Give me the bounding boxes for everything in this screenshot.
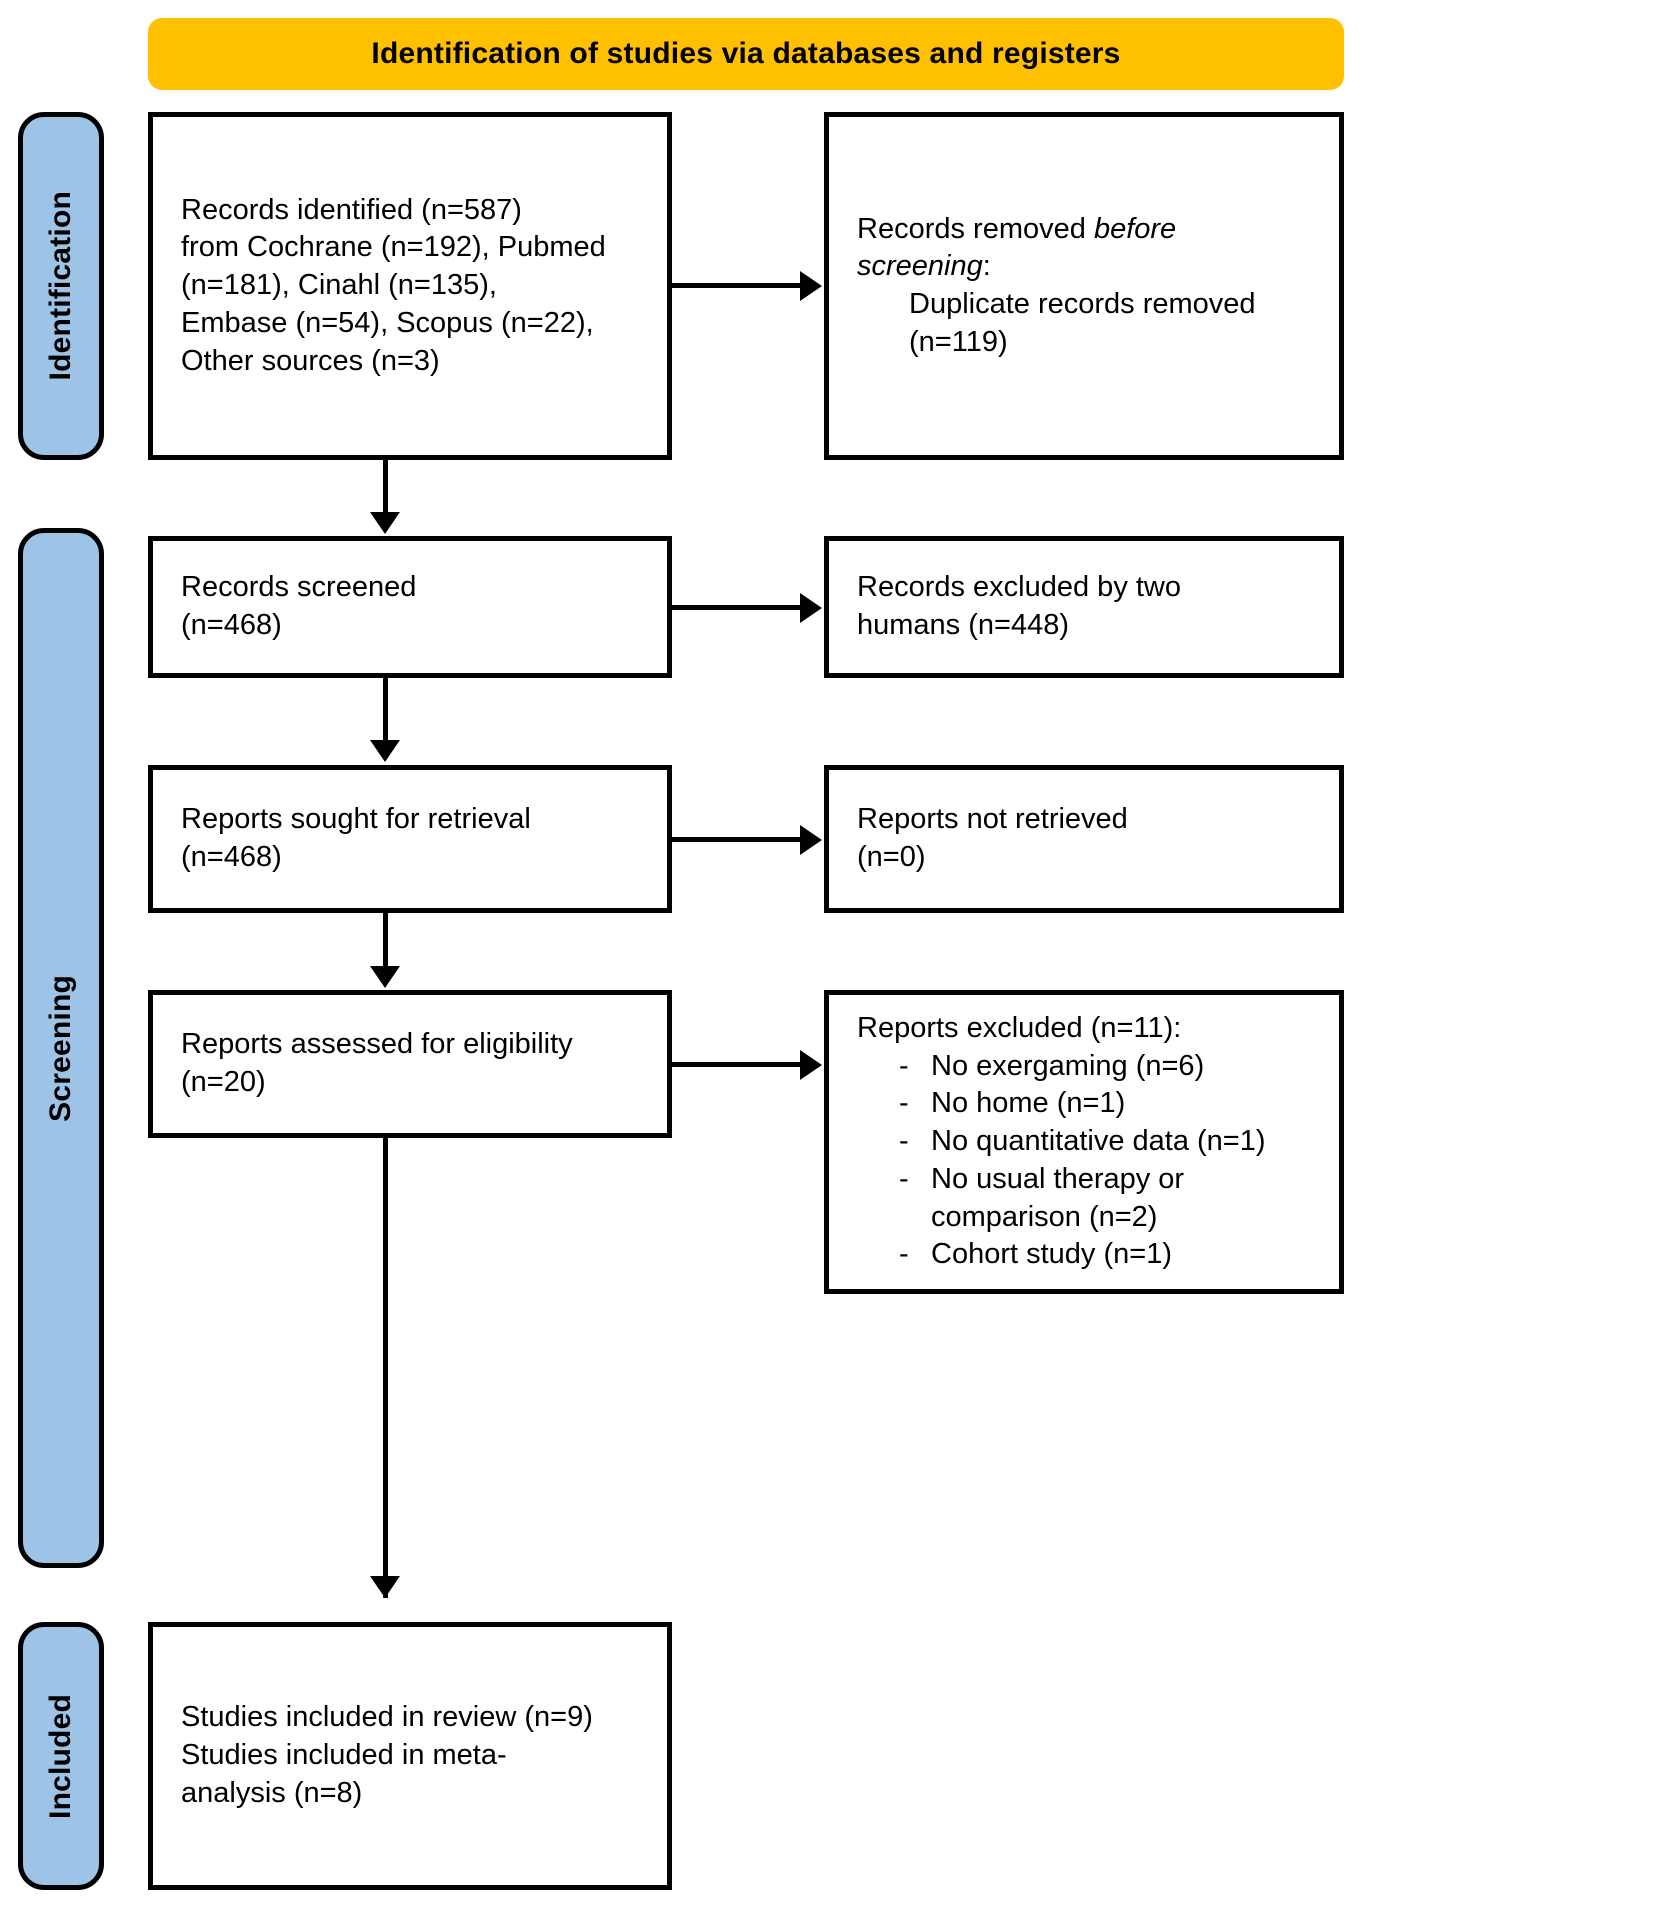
box-reports-sought-text: Reports sought for retrieval (n=468) bbox=[153, 801, 667, 876]
bullet-dash-icon: - bbox=[899, 1238, 909, 1271]
records-removed-prefix: Records removed bbox=[857, 212, 1094, 245]
reports-excluded-item-0: No exergaming (n=6) bbox=[931, 1049, 1205, 1082]
phase-label-identification: Identification bbox=[44, 191, 77, 381]
phase-label-screening: Screening bbox=[44, 974, 77, 1122]
reports-assessed-line-1: Reports assessed for eligibility bbox=[181, 1028, 573, 1061]
box-reports-assessed-text: Reports assessed for eligibility (n=20) bbox=[153, 1026, 667, 1101]
reports-not-retrieved-line-1: Reports not retrieved bbox=[857, 803, 1128, 836]
header-banner: Identification of studies via databases … bbox=[148, 18, 1344, 90]
records-identified-line-1: Records identified (n=587) bbox=[181, 193, 522, 226]
records-removed-line-4: (n=119) bbox=[909, 325, 1008, 358]
box-reports-assessed: Reports assessed for eligibility (n=20) bbox=[148, 990, 672, 1138]
box-records-identified-text: Records identified (n=587) from Cochrane… bbox=[153, 192, 667, 380]
arrow-down-icon bbox=[370, 966, 400, 988]
reports-sought-line-2: (n=468) bbox=[181, 841, 282, 873]
bullet-dash-icon: - bbox=[899, 1087, 909, 1120]
arrow-right-icon bbox=[800, 593, 822, 623]
phase-bar-screening: Screening bbox=[18, 528, 104, 1568]
box-reports-excluded: Reports excluded (n=11): - No exergaming… bbox=[824, 990, 1344, 1294]
box-records-identified: Records identified (n=587) from Cochrane… bbox=[148, 112, 672, 460]
records-removed-line-1: Records removed before bbox=[857, 211, 1321, 249]
reports-excluded-heading: Reports excluded (n=11): bbox=[857, 1012, 1182, 1045]
studies-included-line-3: analysis (n=8) bbox=[181, 1776, 363, 1809]
reports-excluded-item-4: Cohort study (n=1) bbox=[931, 1238, 1172, 1271]
box-reports-not-retrieved-text: Reports not retrieved (n=0) bbox=[829, 801, 1339, 876]
bullet-dash-icon: - bbox=[899, 1125, 909, 1158]
records-removed-line-3: Duplicate records removed bbox=[909, 288, 1256, 320]
records-identified-line-2: from Cochrane (n=192), Pubmed bbox=[181, 231, 606, 264]
list-item: - No quantitative data (n=1) bbox=[857, 1123, 1321, 1161]
connector-screened-to-excluded bbox=[672, 605, 804, 610]
records-removed-line-2: screening: bbox=[857, 248, 1321, 286]
box-records-removed: Records removed before screening: Duplic… bbox=[824, 112, 1344, 460]
records-excluded-line-1: Records excluded by two bbox=[857, 571, 1181, 604]
box-records-screened-text: Records screened (n=468) bbox=[153, 569, 667, 644]
box-reports-excluded-text: Reports excluded (n=11): - No exergaming… bbox=[829, 1010, 1339, 1274]
arrow-right-icon bbox=[800, 271, 822, 301]
box-reports-not-retrieved: Reports not retrieved (n=0) bbox=[824, 765, 1344, 913]
list-item: - No home (n=1) bbox=[857, 1085, 1321, 1123]
connector-identified-to-removed bbox=[672, 283, 804, 288]
records-screened-line-1: Records screened bbox=[181, 571, 417, 604]
reports-excluded-item-2: No quantitative data (n=1) bbox=[931, 1125, 1266, 1158]
box-studies-included: Studies included in review (n=9) Studies… bbox=[148, 1622, 672, 1890]
list-item: - No exergaming (n=6) bbox=[857, 1048, 1321, 1086]
reports-excluded-list: - No exergaming (n=6) - No home (n=1) - … bbox=[857, 1048, 1321, 1274]
connector-sought-to-not-retrieved bbox=[672, 837, 804, 842]
list-item: - No usual therapy or comparison (n=2) bbox=[857, 1161, 1321, 1236]
studies-included-line-2: Studies included in meta- bbox=[181, 1739, 507, 1772]
connector-identified-to-screened bbox=[383, 460, 388, 514]
records-screened-line-2: (n=468) bbox=[181, 609, 282, 641]
reports-assessed-line-2: (n=20) bbox=[181, 1066, 266, 1098]
arrow-down-icon bbox=[370, 1576, 400, 1598]
connector-screened-to-sought bbox=[383, 678, 388, 740]
phase-bar-included: Included bbox=[18, 1622, 104, 1890]
records-removed-em-before: before bbox=[1093, 212, 1177, 245]
connector-assessed-to-included bbox=[383, 1138, 388, 1598]
connector-assessed-to-reports-excluded bbox=[672, 1062, 804, 1067]
list-item: - Cohort study (n=1) bbox=[857, 1236, 1321, 1274]
records-identified-line-5: Other sources (n=3) bbox=[181, 344, 440, 377]
box-studies-included-text: Studies included in review (n=9) Studies… bbox=[153, 1699, 667, 1812]
box-reports-sought: Reports sought for retrieval (n=468) bbox=[148, 765, 672, 913]
arrow-down-icon bbox=[370, 740, 400, 762]
studies-included-line-1: Studies included in review (n=9) bbox=[181, 1701, 593, 1734]
records-identified-line-3: (n=181), Cinahl (n=135), bbox=[181, 269, 497, 302]
connector-sought-to-assessed bbox=[383, 913, 388, 968]
phase-label-included: Included bbox=[44, 1693, 77, 1819]
records-removed-em-screening: screening bbox=[857, 250, 983, 283]
box-records-screened: Records screened (n=468) bbox=[148, 536, 672, 678]
arrow-down-icon bbox=[370, 512, 400, 534]
records-identified-line-4: Embase (n=54), Scopus (n=22), bbox=[181, 306, 594, 339]
box-records-excluded-text: Records excluded by two humans (n=448) bbox=[829, 569, 1339, 644]
box-records-excluded: Records excluded by two humans (n=448) bbox=[824, 536, 1344, 678]
arrow-right-icon bbox=[800, 1050, 822, 1080]
box-records-removed-text: Records removed before screening: Duplic… bbox=[829, 211, 1339, 362]
reports-excluded-item-3: No usual therapy or comparison (n=2) bbox=[931, 1162, 1185, 1233]
records-excluded-line-2: humans (n=448) bbox=[857, 609, 1069, 641]
header-banner-title: Identification of studies via databases … bbox=[371, 37, 1121, 70]
phase-bar-identification: Identification bbox=[18, 112, 104, 460]
arrow-right-icon bbox=[800, 825, 822, 855]
reports-not-retrieved-line-2: (n=0) bbox=[857, 841, 926, 873]
reports-sought-line-1: Reports sought for retrieval bbox=[181, 803, 531, 836]
records-removed-colon: : bbox=[982, 250, 991, 283]
reports-excluded-item-1: No home (n=1) bbox=[931, 1087, 1126, 1120]
bullet-dash-icon: - bbox=[899, 1162, 909, 1195]
bullet-dash-icon: - bbox=[899, 1049, 909, 1082]
